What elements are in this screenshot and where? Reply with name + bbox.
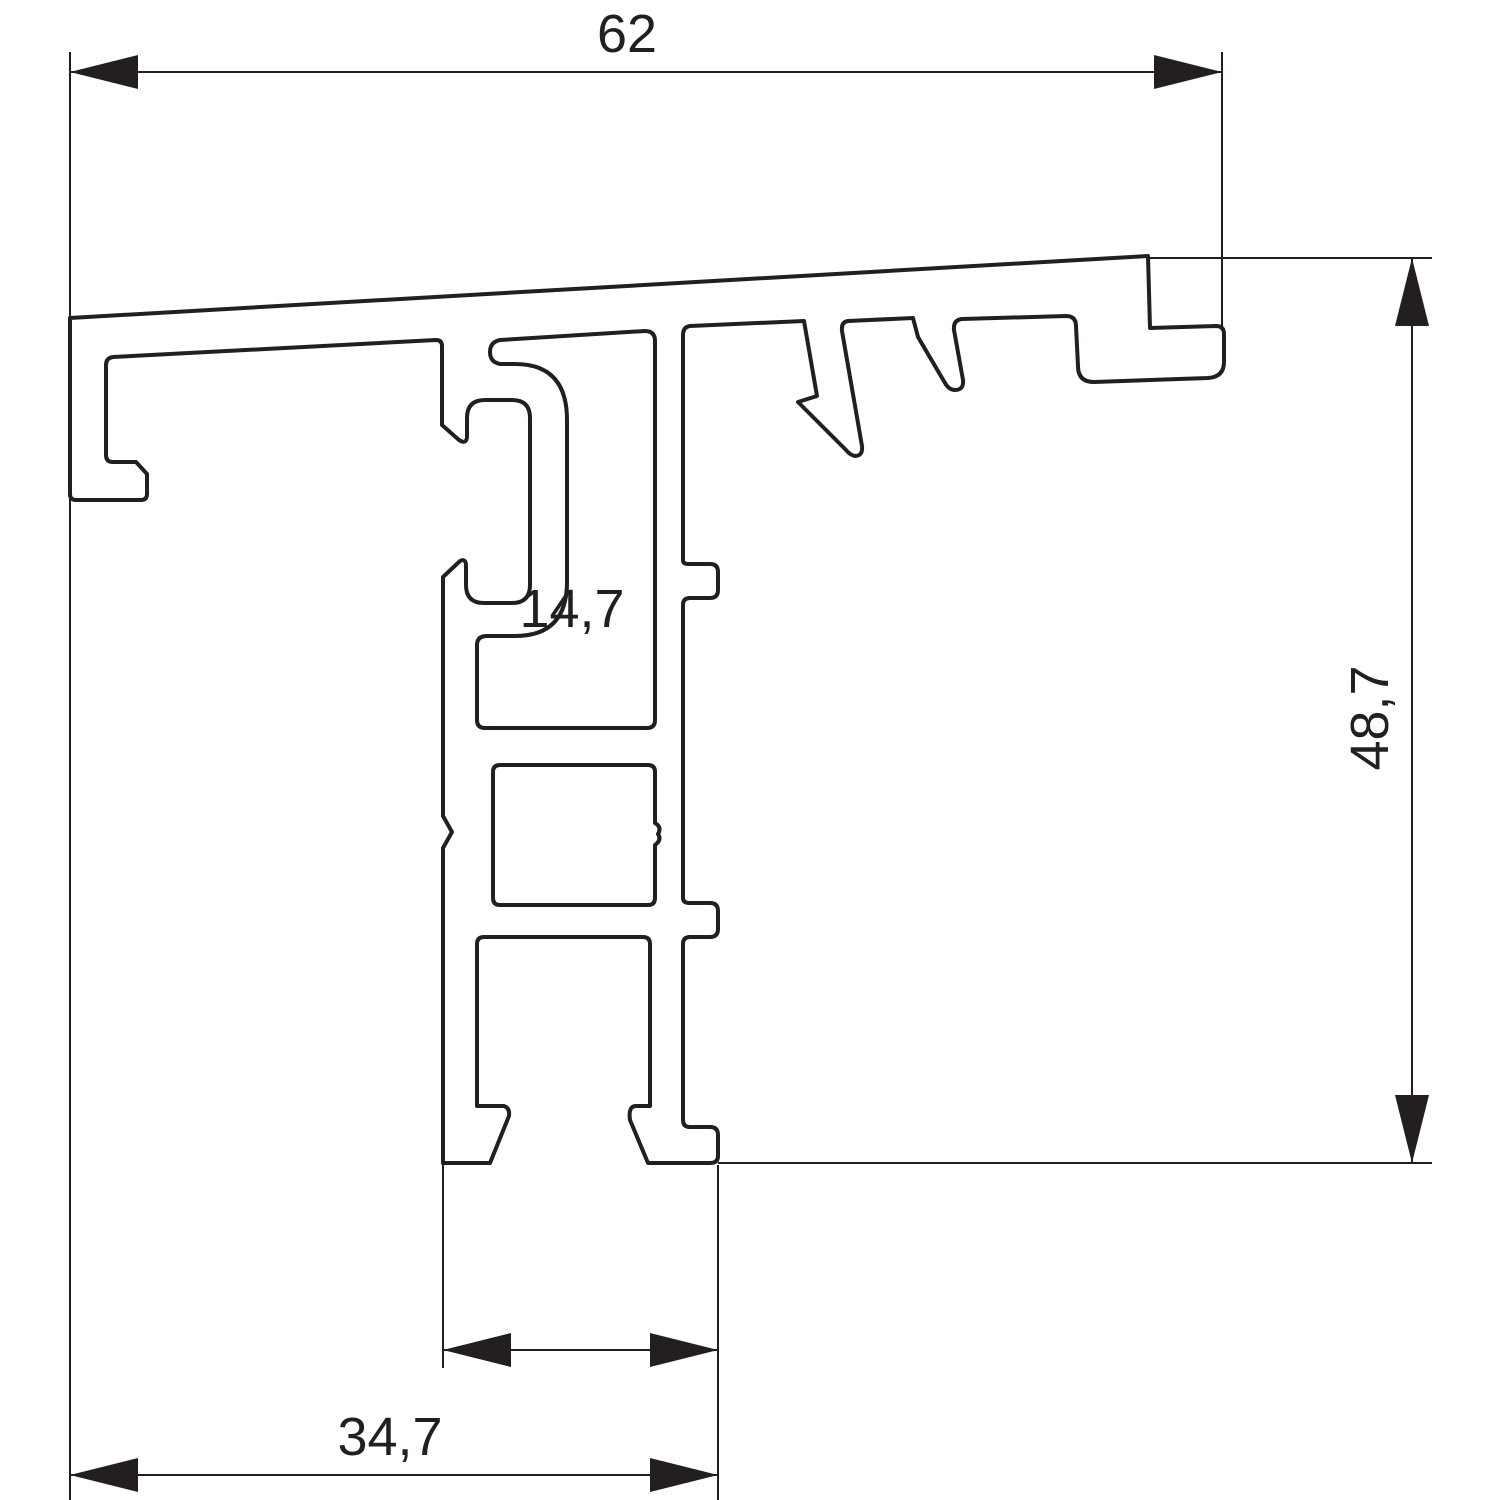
arrow-left-icon <box>443 1333 511 1367</box>
arrow-right-icon <box>650 1333 718 1367</box>
dimension-inner-width: 14,7 <box>442 579 719 1500</box>
arrow-left-icon <box>70 55 138 89</box>
arrow-down-icon <box>1395 1095 1429 1163</box>
dimension-label-34-7: 34,7 <box>337 1407 442 1467</box>
dimension-overall-width: 62 <box>69 4 1223 1500</box>
profile-outer-contour <box>68 254 1226 1165</box>
arrow-up-icon <box>1395 258 1429 326</box>
dimension-label-14-7: 14,7 <box>519 579 624 639</box>
profile-middle-chamber <box>491 763 662 907</box>
dimension-label-62: 62 <box>597 4 657 64</box>
arrow-left-icon <box>70 1458 138 1492</box>
profile-upper-chamber <box>475 329 657 730</box>
arrow-right-icon <box>650 1458 718 1492</box>
arrow-right-icon <box>1154 55 1222 89</box>
dimension-height: 48,7 <box>718 257 1432 1164</box>
dimension-label-48-7: 48,7 <box>1340 665 1400 770</box>
dimension-offset-width: 34,7 <box>70 1407 718 1492</box>
